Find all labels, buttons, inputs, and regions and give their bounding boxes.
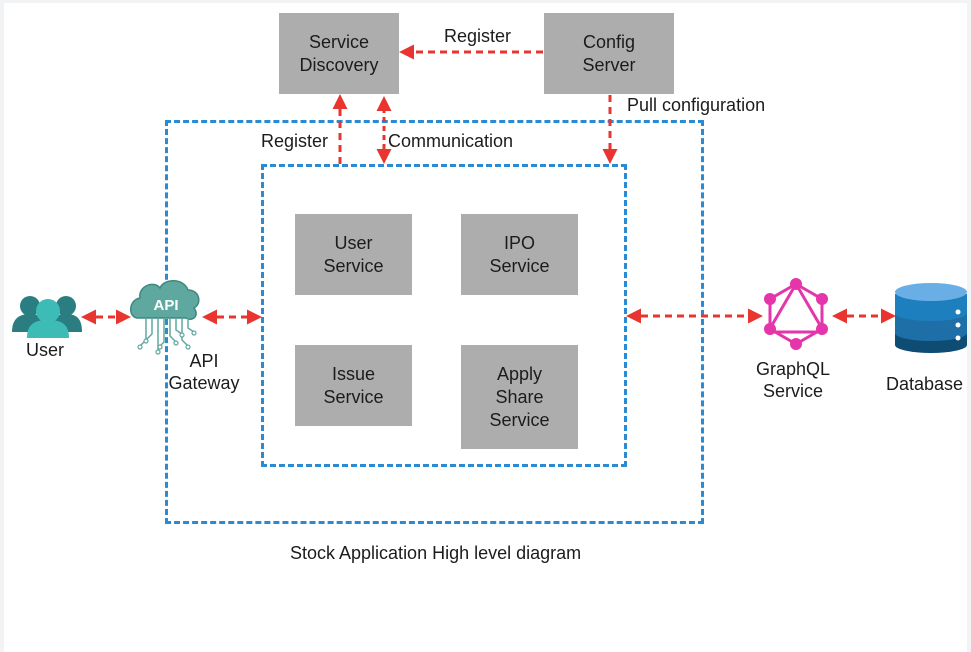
api-icon-text: API (153, 297, 178, 314)
register-left-label: Register (261, 131, 329, 151)
user-service-box: User Service (295, 214, 412, 295)
api-gateway-label: API Gateway (168, 351, 240, 393)
database-label: Database (886, 374, 964, 394)
left-edge (0, 0, 4, 652)
users-icon (12, 296, 82, 338)
issue-service-box: Issue Service (295, 345, 412, 426)
communication-label: Communication (388, 131, 514, 151)
api-cloud-icon: API (130, 280, 200, 355)
service-discovery-box: Service Discovery (279, 13, 399, 94)
register-top-label: Register (444, 26, 512, 46)
graphql-service-label: GraphQL Service (755, 359, 831, 401)
graphql-icon (764, 278, 828, 350)
config-server-box: Config Server (544, 13, 674, 94)
top-edge (0, 0, 971, 3)
services-boundary-frame (261, 164, 627, 467)
database-icon (895, 283, 967, 353)
user-label: User (26, 340, 65, 360)
pull-configuration-label: Pull configuration (627, 95, 766, 115)
diagram-caption: Stock Application High level diagram (290, 543, 582, 563)
apply-share-service-box: Apply Share Service (461, 345, 578, 449)
right-edge (967, 0, 971, 652)
ipo-service-box: IPO Service (461, 214, 578, 295)
